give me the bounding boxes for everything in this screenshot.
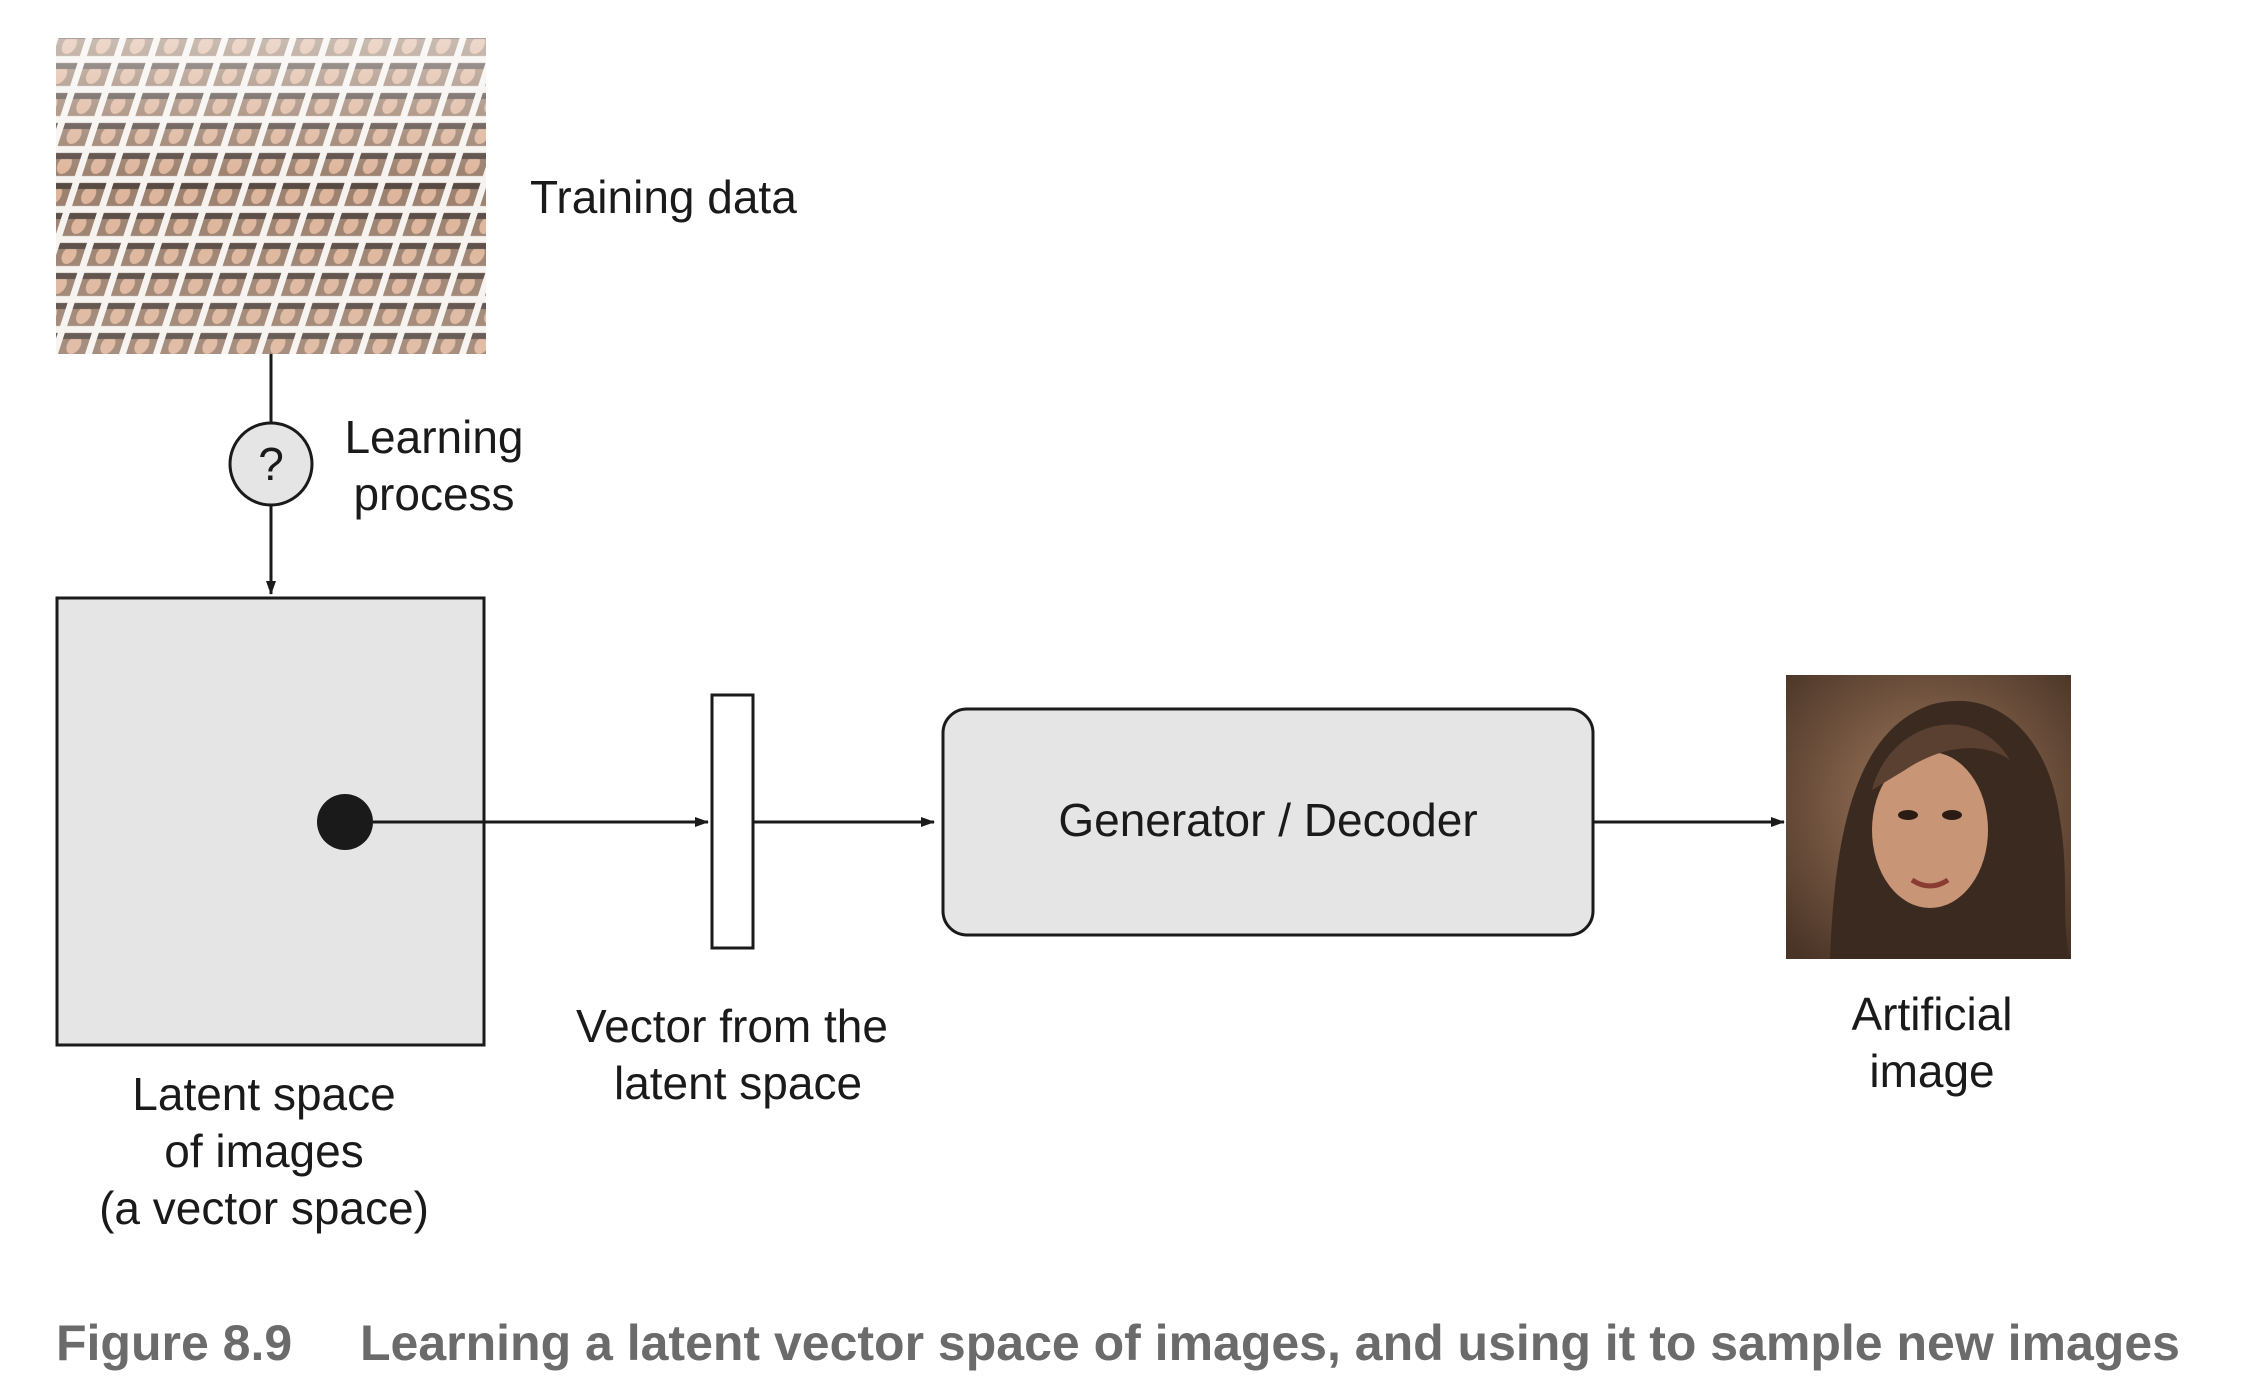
artificial-image-label-line1: Artificial (1851, 988, 2012, 1040)
learning-label-line1: Learning (344, 411, 523, 463)
training-data-image (56, 38, 486, 354)
vector-label-line2: latent space (614, 1057, 862, 1109)
latent-point (317, 794, 373, 850)
vector-label-line1: Vector from the (576, 1000, 888, 1052)
question-mark-icon: ? (258, 438, 284, 490)
latent-space-label-line1: Latent space (132, 1068, 395, 1120)
artificial-image (1786, 675, 2071, 959)
generator-decoder-label: Generator / Decoder (1058, 794, 1477, 846)
latent-space-label-line3: (a vector space) (99, 1182, 429, 1234)
figure-number: Figure 8.9 (56, 1315, 292, 1371)
latent-vector (710, 693, 755, 950)
latent-space-label-line2: of images (164, 1125, 363, 1177)
training-data-label: Training data (530, 171, 797, 223)
learning-label-line2: process (353, 468, 514, 520)
figure-caption: Learning a latent vector space of images… (360, 1315, 2180, 1371)
artificial-image-label-line2: image (1869, 1045, 1994, 1097)
